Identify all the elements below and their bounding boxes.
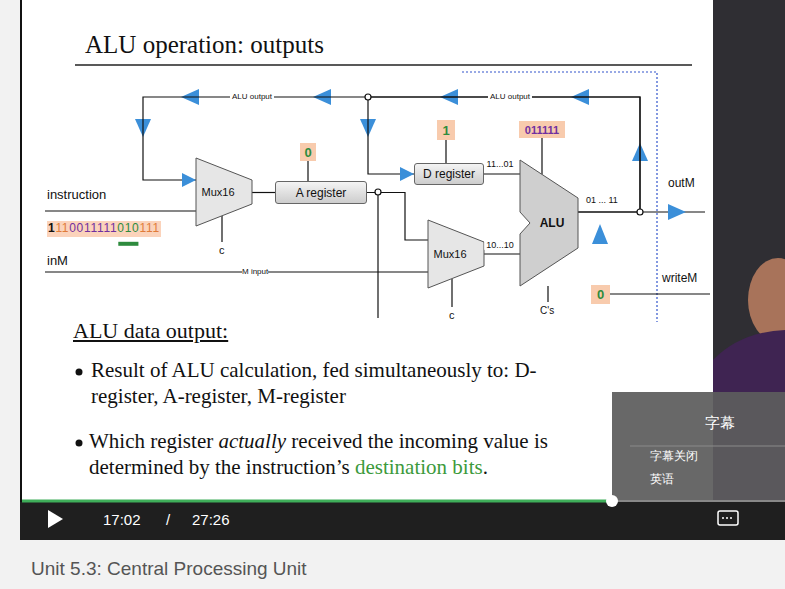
control-wire bbox=[221, 216, 222, 242]
register-box: D register bbox=[414, 163, 484, 185]
multiplexer: Mux16 bbox=[196, 158, 252, 226]
signal-wire bbox=[483, 253, 520, 254]
video-frame bbox=[20, 0, 785, 540]
instruction-bits: 0011111 bbox=[69, 222, 117, 236]
control-value: 0 bbox=[300, 143, 316, 161]
node-label: A register bbox=[296, 186, 347, 200]
junction-dot bbox=[637, 209, 643, 215]
signal-name: inM bbox=[47, 254, 68, 269]
control-name: c bbox=[219, 244, 225, 257]
dest-bits-marker bbox=[118, 242, 138, 246]
wire-label: 11...01 bbox=[485, 159, 516, 169]
shape-outline bbox=[428, 220, 484, 288]
bullet-text: Which register bbox=[89, 429, 213, 453]
time-separator: / bbox=[166, 511, 170, 528]
bullet-dot bbox=[76, 440, 83, 447]
node-label: 0 bbox=[597, 287, 604, 302]
caption-icon-dots bbox=[722, 517, 734, 519]
instruction-bits: 010 bbox=[117, 222, 139, 236]
flow-arrow bbox=[592, 224, 608, 244]
writem-wire bbox=[610, 293, 710, 294]
shape-outline bbox=[196, 158, 252, 226]
menu-heading: 字幕 bbox=[705, 414, 735, 431]
progress-played bbox=[22, 500, 612, 503]
node-label: 1 bbox=[442, 123, 449, 138]
bullet-dot bbox=[76, 369, 83, 376]
bullet-text: . bbox=[483, 455, 488, 479]
progress-knob bbox=[606, 495, 618, 507]
signal-name: instruction bbox=[47, 188, 106, 203]
junction-dot bbox=[375, 189, 381, 195]
signal-wire bbox=[367, 193, 428, 241]
time-total: 27:26 bbox=[192, 511, 230, 528]
node-label: Mux16 bbox=[433, 248, 466, 260]
signal-wire bbox=[484, 173, 520, 174]
video-title: Unit 5.3: Central Processing Unit bbox=[31, 558, 307, 580]
bullet-text: Result of ALU calculation, fed simultane… bbox=[91, 357, 571, 409]
play-icon bbox=[48, 510, 63, 528]
address-wire bbox=[377, 192, 378, 318]
instruction-field: 1110011111010111 bbox=[47, 221, 161, 237]
bullet-text: destination bits bbox=[355, 455, 483, 479]
wire-label: 10...10 bbox=[484, 240, 516, 250]
control-wire bbox=[451, 279, 452, 307]
signal-wire bbox=[368, 97, 640, 212]
subtitle-menu bbox=[612, 392, 785, 500]
instruction-bit: 1 bbox=[48, 222, 55, 236]
time-current: 17:02 bbox=[103, 511, 141, 528]
signal-wire bbox=[307, 161, 308, 181]
section-heading: ALU data output: bbox=[73, 318, 228, 343]
slide-title: ALU operation: outputs bbox=[85, 31, 324, 60]
wire-label: ALU output bbox=[230, 92, 274, 101]
menu-item: 字幕关闭 bbox=[650, 450, 698, 464]
node-label: Mux16 bbox=[201, 186, 234, 198]
dotted-boundary bbox=[462, 72, 657, 322]
inm-wire bbox=[45, 271, 428, 272]
node-label: 0 bbox=[304, 145, 311, 160]
menu-item: 英语 bbox=[650, 473, 674, 487]
slide-ground bbox=[22, 0, 713, 500]
register-box: A register bbox=[275, 181, 367, 204]
shape-outline bbox=[520, 160, 578, 286]
control-value: 0 bbox=[591, 285, 610, 304]
multiplexer: Mux16 bbox=[428, 220, 484, 288]
progress-remaining bbox=[612, 500, 785, 502]
bullet-text: actually bbox=[218, 429, 286, 453]
control-bar bbox=[20, 502, 785, 540]
instruction-wire bbox=[45, 210, 196, 211]
junction-dot bbox=[365, 94, 371, 100]
node-label: D register bbox=[423, 167, 475, 181]
bullet-paragraph: Which registeractuallyreceived the incom… bbox=[89, 428, 629, 480]
control-bits: 011111 bbox=[519, 121, 565, 138]
caption-icon bbox=[718, 511, 738, 525]
control-wire bbox=[547, 286, 548, 302]
flow-arrow bbox=[668, 204, 686, 220]
control-value: 1 bbox=[437, 120, 455, 140]
alu-shape: ALU bbox=[520, 160, 578, 286]
lecturer-head bbox=[748, 258, 785, 342]
control-name: C's bbox=[540, 305, 554, 317]
wire-label: ALU output bbox=[488, 92, 532, 101]
title-rule bbox=[75, 64, 692, 66]
signal-name: M input bbox=[242, 267, 268, 276]
menu-divider bbox=[630, 446, 785, 447]
instruction-bits: 111 bbox=[139, 222, 159, 236]
control-name: c bbox=[449, 309, 455, 322]
signal-wire bbox=[251, 192, 275, 193]
signal-name: outM bbox=[668, 177, 695, 191]
signal-name: writeM bbox=[662, 272, 697, 286]
flow-arrows bbox=[135, 89, 686, 244]
node-label: 011111 bbox=[525, 124, 559, 136]
signal-wire bbox=[541, 138, 542, 174]
signal-wire bbox=[445, 140, 446, 163]
node-label: ALU bbox=[540, 216, 565, 230]
bus-value: 01 ... 11 bbox=[586, 195, 618, 205]
instruction-bits: 11 bbox=[55, 222, 69, 236]
